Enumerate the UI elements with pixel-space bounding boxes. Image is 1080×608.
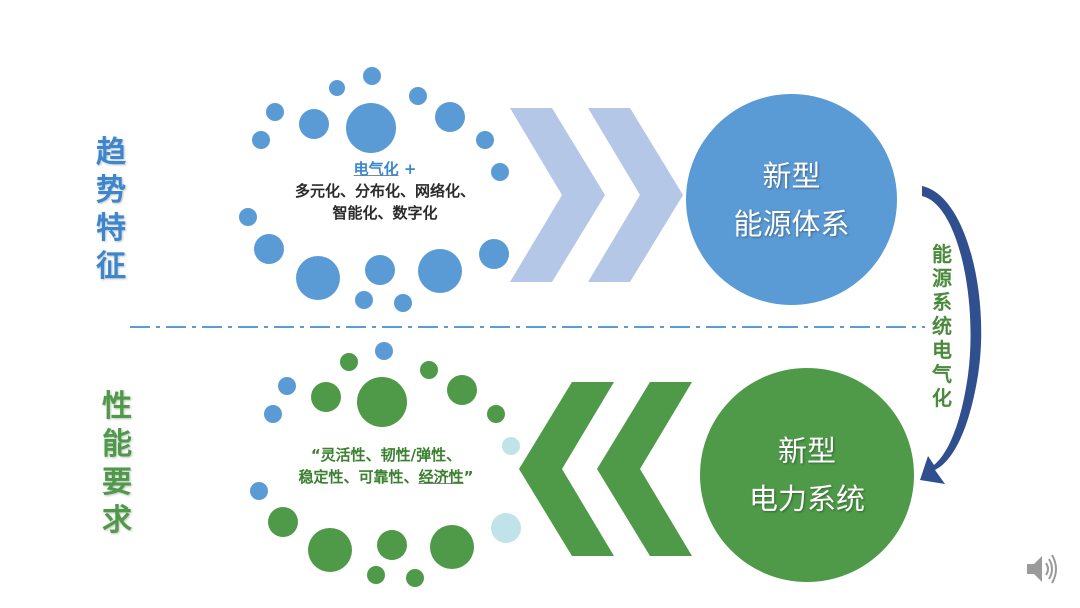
dot: [329, 80, 345, 96]
dot: [299, 109, 329, 139]
dot: [476, 131, 494, 149]
dot: [268, 507, 298, 537]
bottom-side-label-char: 性: [102, 389, 132, 424]
bottom-caption-line1: “灵活性、韧性/弹性、: [310, 446, 462, 464]
dot: [420, 361, 438, 379]
dot: [308, 528, 352, 572]
dot: [487, 405, 505, 423]
bottom-caption-highlight: 经济性: [418, 468, 464, 486]
dot: [239, 208, 257, 226]
dot: [491, 163, 509, 181]
dot: [375, 342, 393, 360]
right-chevron: [588, 108, 683, 282]
left-chevron: [519, 382, 614, 556]
mid-label-char: 化: [932, 386, 952, 410]
mid-label-char: 统: [932, 314, 952, 338]
mid-label-char: 能: [932, 242, 952, 266]
dot: [250, 482, 268, 500]
top-side-label-char: 特: [96, 211, 126, 246]
top-side-label-char: 势: [96, 173, 126, 208]
top-caption-highlight: 电气化: [353, 160, 399, 178]
bottom-caption-line2: 稳定性、可靠性、经济性”: [246, 466, 526, 488]
bottom-side-label-char: 要: [102, 465, 132, 500]
bottom-side-label: 性 能 要 求: [99, 388, 135, 540]
new-power-system-line1: 新型: [777, 434, 836, 468]
bottom-side-label-char: 求: [102, 503, 132, 538]
mid-label-char: 系: [932, 290, 952, 314]
dot: [355, 291, 373, 309]
top-caption-line1: 电气化 +: [255, 158, 515, 180]
speaker-icon[interactable]: [1024, 552, 1060, 586]
dot: [296, 256, 340, 300]
top-caption-plus: +: [398, 160, 417, 178]
curved-arrow: [920, 186, 982, 484]
dot: [264, 405, 282, 423]
new-energy-system-circle: 新型 能源体系: [686, 94, 897, 305]
dot: [311, 382, 341, 412]
mid-label-char: 气: [932, 362, 952, 386]
top-caption-line2: 多元化、分布化、网络化、: [294, 182, 475, 200]
dot: [340, 353, 358, 371]
dot: [447, 375, 477, 405]
new-power-system-line2: 电力系统: [748, 482, 865, 516]
dot: [367, 566, 385, 584]
dot: [266, 103, 284, 121]
bottom-caption-line2-prefix: 稳定性、可靠性、: [298, 468, 419, 486]
dot: [365, 255, 395, 285]
dot: [430, 525, 474, 569]
dot: [479, 239, 509, 269]
dot: [435, 102, 465, 132]
dot: [377, 530, 407, 560]
dot: [252, 131, 270, 149]
top-side-label: 趋 势 特 征: [93, 134, 129, 286]
energy-electrification-label: 能 源 系 统 电 气 化: [929, 242, 955, 410]
top-side-label-char: 征: [96, 249, 126, 284]
new-energy-system-line2: 能源体系: [733, 206, 850, 241]
bottom-caption-line2-suffix: ”: [463, 468, 474, 486]
dot: [502, 437, 520, 455]
speaker-icon-svg: [1027, 554, 1057, 584]
dot: [278, 377, 296, 395]
top-dot-cluster: [239, 67, 509, 312]
dot: [363, 67, 381, 85]
bottom-caption: “灵活性、韧性/弹性、 稳定性、可靠性、经济性”: [246, 444, 526, 488]
dot: [254, 234, 284, 264]
top-caption-line3: 智能化、数字化: [332, 204, 438, 222]
dot: [357, 377, 407, 427]
new-power-system-circle: 新型 电力系统: [700, 368, 914, 582]
dot: [406, 569, 424, 587]
new-energy-system-line1: 新型: [762, 158, 821, 193]
bottom-dot-cluster: [250, 342, 521, 587]
left-chevron: [597, 382, 692, 556]
mid-label-char: 源: [932, 266, 952, 290]
dot: [418, 249, 462, 293]
dot: [346, 103, 396, 153]
dot: [409, 87, 427, 105]
dot: [491, 513, 521, 543]
top-side-label-char: 趋: [96, 135, 126, 170]
mid-label-char: 电: [932, 338, 952, 362]
right-chevron: [510, 108, 605, 282]
bottom-side-label-char: 能: [102, 427, 132, 462]
dot: [394, 294, 412, 312]
top-caption: 电气化 + 多元化、分布化、网络化、 智能化、数字化: [255, 158, 515, 224]
